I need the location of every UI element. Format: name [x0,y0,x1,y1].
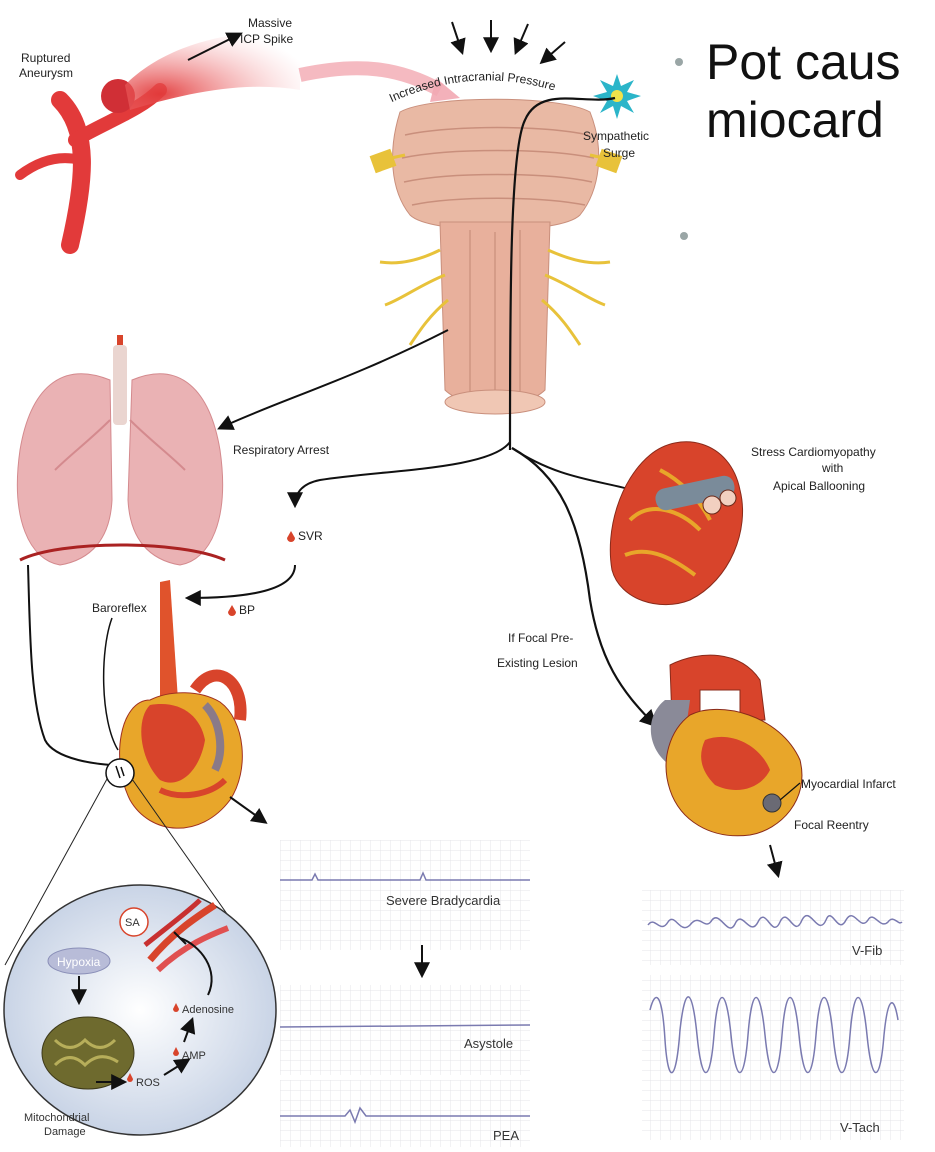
ekg-label-bradycardia: Severe Bradycardia [386,893,501,908]
label-icp-spike: ICP Spike [240,32,293,46]
pressure-arrows [452,20,565,62]
label-aneurysm: Aneurysm [19,66,73,80]
label-massive: Massive [248,16,292,30]
ekg-strip-asystole [280,985,530,1075]
arrow-to-vfib [770,845,778,875]
label-amp: AMP [182,1050,206,1062]
ekg-strip-vtach [642,975,904,1140]
label-stress-cardiomyopathy: Stress Cardiomyopathy [751,445,876,459]
bullet-dot-1 [675,58,683,66]
label-sa: SA [125,917,140,929]
ekg-label-pea: PEA [493,1128,519,1143]
label-bp: BP [239,603,255,617]
sympathetic-burst [593,74,641,119]
arrow-to-stress-cardiomyopathy [512,448,640,492]
arrow-to-lungs [220,330,448,428]
label-ros: ROS [136,1077,160,1089]
label-surge: Surge [603,146,635,160]
ekg-label-vtach: V-Tach [840,1120,880,1135]
label-hypoxia: Hypoxia [57,955,101,969]
brainstem-illustration [370,99,623,414]
label-existing-lesion: Existing Lesion [497,656,578,670]
lung-to-heart-line [28,565,116,765]
drop-icon [287,531,295,542]
ekg-label-asystole: Asystole [464,1036,513,1051]
label-damage: Damage [44,1126,86,1138]
bullet-text-2: miocard [706,92,935,148]
heart-left-illustration [120,580,243,828]
label-if-focal: If Focal Pre- [508,631,573,645]
label-svr: SVR [298,529,323,543]
mitochondrion [42,1017,134,1089]
lungs-illustration [17,335,225,565]
label-focal-reentry: Focal Reentry [794,818,869,832]
label-mitochondrial: Mitochondrial [24,1112,89,1124]
ekg-label-vfib: V-Fib [852,943,882,958]
arrow-to-bradycardia [230,797,265,822]
bullet-dot-2 [680,232,688,240]
label-ruptured: Ruptured [21,51,70,65]
heart-stress-cardiomyopathy [610,442,742,605]
label-adenosine: Adenosine [182,1004,234,1016]
label-myocardial-infarct: Myocardial Infarct [801,777,896,791]
label-with: with [821,461,843,475]
baroreflex-line [104,618,118,750]
label-sympathetic: Sympathetic [583,129,649,143]
bullet-text-1: Pot caus [706,34,935,90]
heart-mi-illustration [651,655,802,836]
label-respiratory-arrest: Respiratory Arrest [233,443,330,457]
label-apical-ballooning: Apical Ballooning [773,479,865,493]
label-baroreflex: Baroreflex [92,601,147,615]
drop-icon [228,605,236,616]
sa-node-focus [106,759,134,787]
arrow-to-bp [188,565,295,598]
